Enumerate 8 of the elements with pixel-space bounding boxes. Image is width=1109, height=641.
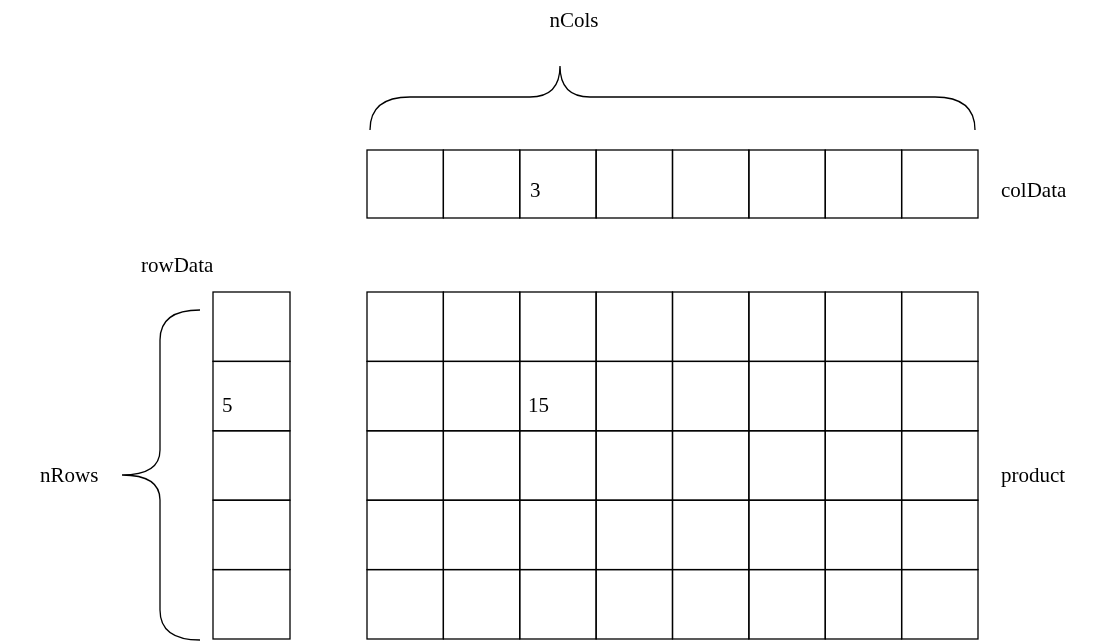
array-label: colData bbox=[1001, 178, 1067, 202]
dimension-label: nCols bbox=[549, 8, 599, 32]
array-label: product bbox=[1001, 463, 1066, 487]
cell-value: 3 bbox=[530, 178, 541, 202]
cell-value: 5 bbox=[222, 393, 233, 417]
cell-value: 15 bbox=[528, 393, 549, 417]
dimension-label: nRows bbox=[40, 463, 99, 487]
array-label: rowData bbox=[141, 253, 214, 277]
